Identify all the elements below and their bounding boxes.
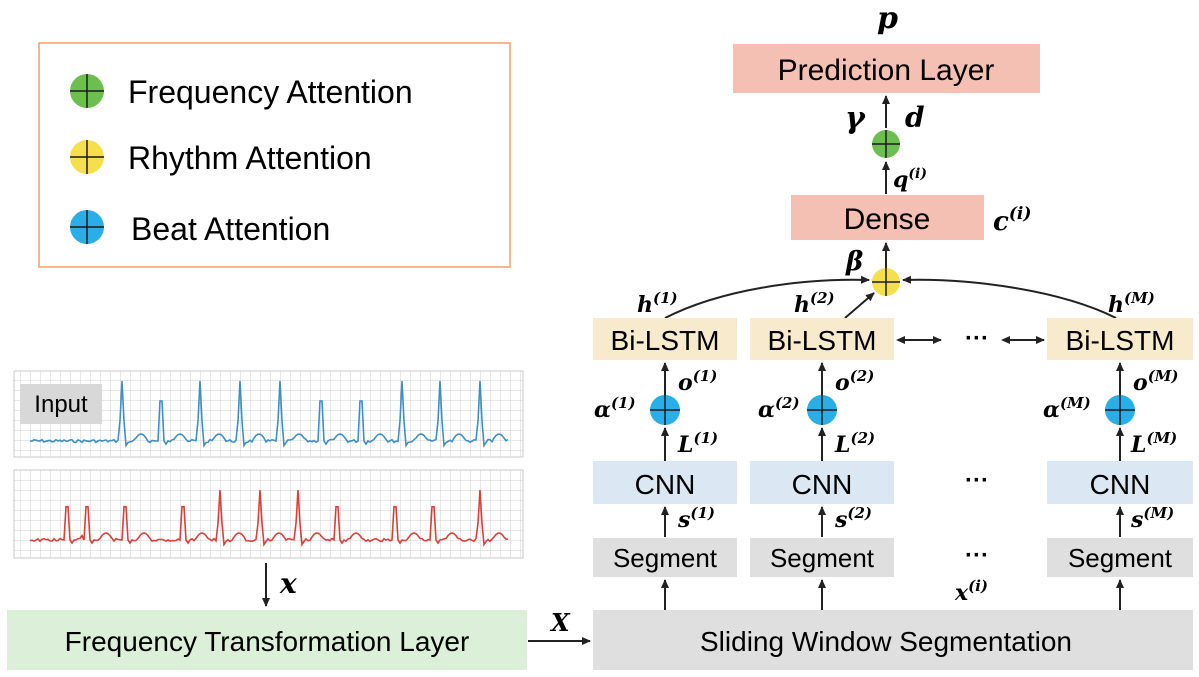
bilstm-2-label: Bi-LSTM xyxy=(768,325,877,356)
cnn-ellipsis: ··· xyxy=(965,467,989,494)
cnn-M: CNN xyxy=(1047,461,1193,504)
X-label: X xyxy=(549,608,571,637)
beat-attention-node-M-icon xyxy=(1105,395,1135,425)
L2-label: L(2) xyxy=(834,429,875,458)
prediction-layer-label: Prediction Layer xyxy=(778,54,995,87)
beat-attention-node-2-icon xyxy=(807,395,837,425)
ecg-input-red xyxy=(13,469,524,559)
cnn-1-label: CNN xyxy=(635,469,696,500)
segment-1: Segment xyxy=(593,538,737,577)
bilstm-2-box xyxy=(750,318,894,360)
sliding-window-box xyxy=(593,610,1193,670)
bilstm-2: Bi-LSTM xyxy=(750,318,894,360)
sliding-window-label: Sliding Window Segmentation xyxy=(700,626,1072,657)
segment-1-box xyxy=(593,538,737,577)
legend: Frequency Attention Rhythm Attention Bea… xyxy=(38,42,511,268)
cnn-2-label: CNN xyxy=(792,469,853,500)
input-label: Input xyxy=(34,391,88,418)
bilstm-1-box xyxy=(593,318,737,360)
s1-label: s(1) xyxy=(677,504,715,533)
segment-M-label: Segment xyxy=(1068,543,1173,573)
segment-M: Segment xyxy=(1047,538,1193,577)
arrow-hM-to-rhythm xyxy=(902,275,1117,319)
gamma-label: γ xyxy=(845,101,866,136)
bilstm-ellipsis: ··· xyxy=(965,325,989,352)
o1-label: o(1) xyxy=(678,367,717,396)
input-badge xyxy=(20,384,102,424)
L1-label: L(1) xyxy=(677,429,718,458)
dense-label: Dense xyxy=(844,203,931,236)
d-label: d xyxy=(905,101,925,134)
beat-attention-icon xyxy=(70,210,104,244)
LM-label: L(M) xyxy=(1130,429,1177,458)
dense-box xyxy=(791,195,984,240)
arrow-h1-to-rhythm xyxy=(664,275,870,319)
q-label: q(i) xyxy=(893,166,927,193)
freq-transform-box xyxy=(7,610,527,670)
bilstm-M-box xyxy=(1047,318,1193,360)
h2-label: h(2) xyxy=(794,289,835,318)
bilstm-M-label: Bi-LSTM xyxy=(1066,325,1175,356)
cnn-1-box xyxy=(593,461,737,504)
bilstm-1: Bi-LSTM xyxy=(593,318,737,360)
ecg-red-waveform xyxy=(29,489,509,547)
cnn-1: CNN xyxy=(593,461,737,504)
cnn-2: CNN xyxy=(750,461,894,504)
prediction-layer-box xyxy=(733,44,1040,93)
legend-item-frequency: Frequency Attention xyxy=(70,74,413,110)
rhythm-attention-icon xyxy=(70,140,104,174)
frequency-attention-icon xyxy=(70,74,104,108)
segment-M-box xyxy=(1047,538,1193,577)
h1-label: h(1) xyxy=(637,289,678,318)
segment-ellipsis: ··· xyxy=(965,542,989,569)
c-label: c(i) xyxy=(993,204,1031,237)
beta-label: β xyxy=(845,247,863,277)
hM-label: h(M) xyxy=(1108,289,1155,318)
arrow-h2-to-rhythm xyxy=(844,292,875,319)
sM-label: s(M) xyxy=(1130,504,1174,533)
legend-box xyxy=(38,42,511,268)
legend-item-rhythm: Rhythm Attention xyxy=(70,140,372,176)
legend-label-rhythm: Rhythm Attention xyxy=(128,140,372,176)
o2-label: o(2) xyxy=(835,367,874,396)
segment-1-label: Segment xyxy=(613,543,718,573)
cnn-M-box xyxy=(1047,461,1193,504)
beat-attention-node-1-icon xyxy=(650,395,680,425)
legend-item-beat: Beat Attention xyxy=(70,210,330,247)
bilstm-M: Bi-LSTM xyxy=(1047,318,1193,360)
alpha1-label: α(1) xyxy=(594,394,636,423)
freq-transform-label: Frequency Transformation Layer xyxy=(65,626,470,657)
legend-label-frequency: Frequency Attention xyxy=(128,74,413,110)
segment-2-label: Segment xyxy=(770,543,875,573)
segment-2: Segment xyxy=(750,538,894,577)
cnn-M-label: CNN xyxy=(1090,469,1151,500)
oM-label: o(M) xyxy=(1133,367,1179,396)
output-p-label: p xyxy=(877,1,898,36)
cnn-2-box xyxy=(750,461,894,504)
s2-label: s(2) xyxy=(834,504,872,533)
legend-label-beat: Beat Attention xyxy=(131,211,330,247)
bilstm-1-label: Bi-LSTM xyxy=(611,325,720,356)
alphaM-label: α(M) xyxy=(1043,394,1091,423)
segment-2-box xyxy=(750,538,894,577)
rhythm-attention-node-icon xyxy=(872,268,900,296)
xi-label: x(i) xyxy=(954,577,988,606)
frequency-attention-node-icon xyxy=(872,130,900,158)
x-small-label: x xyxy=(279,567,297,600)
ecg-blue-waveform xyxy=(29,380,509,448)
alpha2-label: α(2) xyxy=(758,394,800,423)
ecg-input-blue: Input xyxy=(13,370,524,458)
